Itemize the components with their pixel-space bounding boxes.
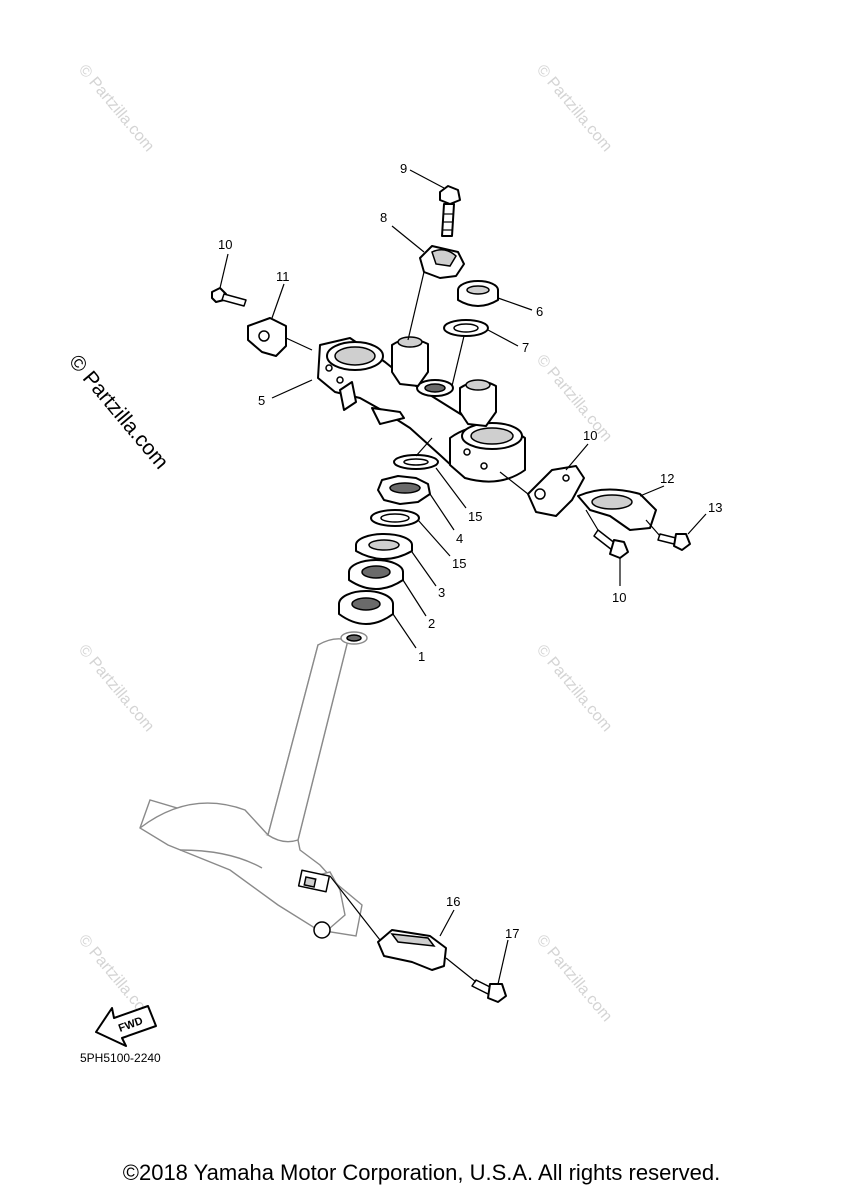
part-4-ring-nut (377, 475, 431, 505)
callout-2: 2 (428, 616, 435, 631)
callout-4: 4 (456, 531, 463, 546)
callout-15-lower: 15 (452, 556, 466, 571)
part-15-washer (393, 454, 439, 470)
part-1-bearing (338, 590, 394, 625)
lower-bracket-assembly (139, 631, 368, 939)
callout-3: 3 (438, 585, 445, 600)
watermark: © Partzilla.com (75, 642, 157, 736)
callout-10-upper: 10 (218, 237, 232, 252)
callout-14: 13 (708, 500, 722, 515)
watermark: © Partzilla.com (75, 62, 157, 156)
callouts: 9 8 10 11 6 7 5 10 12 15 13 4 15 3 10 2 … (218, 161, 722, 941)
watermark: © Partzilla.com (533, 642, 615, 736)
callout-1: 1 (418, 649, 425, 664)
part-16-clamp (377, 929, 447, 971)
diagram-code: 5PH5100-2240 (80, 1051, 161, 1065)
watermark: © Partzilla.com (533, 62, 615, 156)
part-8-handlebar-holder (419, 245, 465, 279)
watermark: © Partzilla.com (533, 352, 615, 446)
part-7-washer (443, 319, 489, 337)
watermark-large: © Partzilla.com (64, 350, 173, 473)
part-2-bearing (348, 559, 404, 590)
part-5-upper-bracket (317, 336, 526, 483)
callout-12: 11 (276, 269, 290, 284)
callout-6: 6 (536, 304, 543, 319)
part-12-bracket (247, 317, 287, 357)
part-6-nut (457, 280, 499, 307)
part-10-bolt (211, 287, 247, 307)
fwd-arrow-icon: FWD (95, 1005, 157, 1047)
part-3-bearing-race (355, 533, 413, 560)
callout-5: 5 (258, 393, 265, 408)
part-9-bolt (439, 185, 461, 237)
copyright-notice: ©2018 Yamaha Motor Corporation, U.S.A. A… (122, 1160, 721, 1185)
callout-16: 16 (446, 894, 460, 909)
part-10-bolt (593, 529, 629, 559)
watermark: © Partzilla.com (533, 932, 615, 1026)
callout-17: 17 (505, 926, 519, 941)
part-17-bolt (471, 979, 507, 1003)
part-11-bracket (527, 465, 585, 517)
watermarks: © Partzilla.com © Partzilla.com © Partzi… (64, 62, 615, 1026)
callout-15-upper: 15 (468, 509, 482, 524)
part-15-washer (370, 509, 420, 527)
callout-8: 8 (380, 210, 387, 225)
part-13-clamp (577, 488, 657, 531)
leader-lines (219, 169, 707, 985)
part-14-bolt (657, 533, 691, 551)
callout-7: 7 (522, 340, 529, 355)
callout-11: 10 (583, 428, 597, 443)
callout-9: 9 (400, 161, 407, 176)
callout-10-right: 10 (612, 590, 626, 605)
callout-13: 12 (660, 471, 674, 486)
